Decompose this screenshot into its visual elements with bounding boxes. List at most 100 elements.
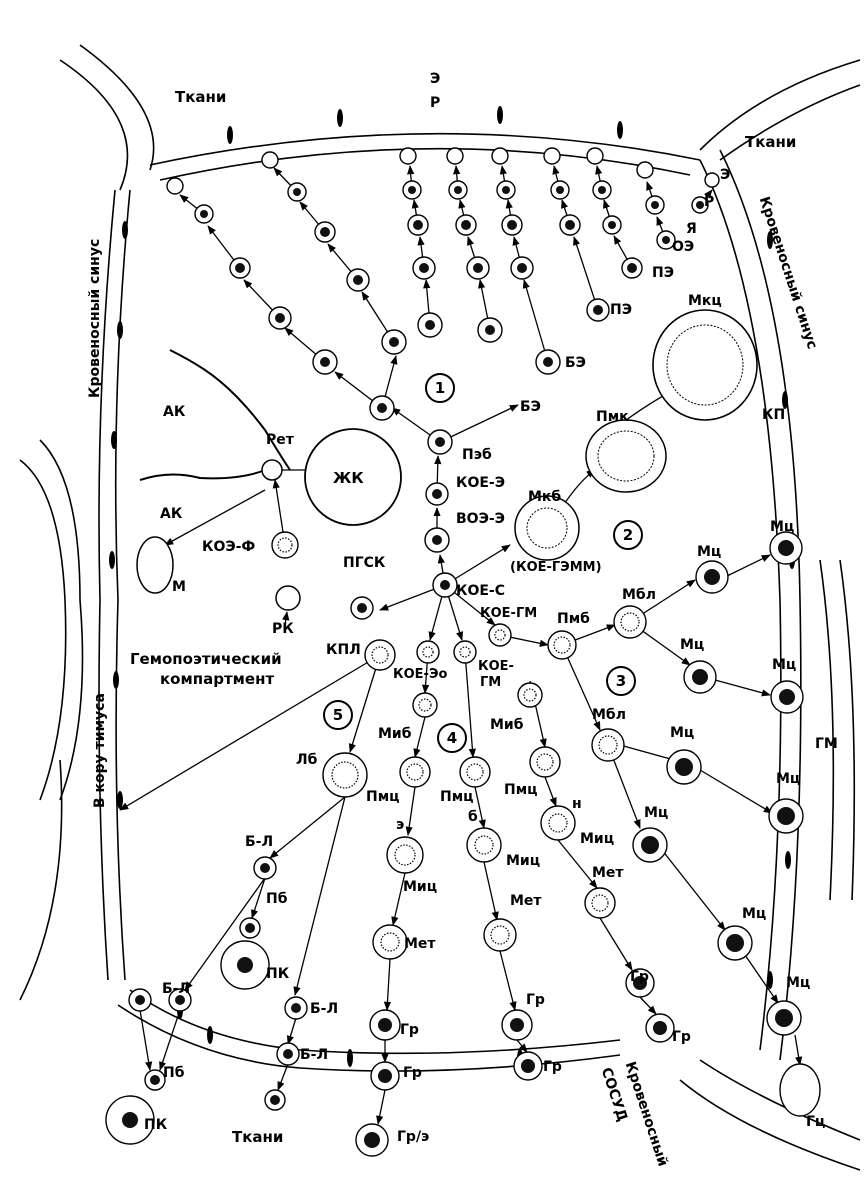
cell-nucleus-79 [704, 569, 720, 585]
arrow-72 [484, 862, 497, 920]
cell-nucleus-1 [320, 357, 330, 367]
arrow-53 [795, 1035, 800, 1065]
cell-nucleus-4 [200, 210, 208, 218]
label-bl1: Б-Л [245, 835, 273, 849]
cell-nucleus-0 [377, 403, 387, 413]
label-r-right: Р [704, 195, 714, 209]
label-mic1: Миц [403, 880, 437, 894]
arrow-62 [278, 1064, 288, 1090]
compartment-4: 4 [437, 723, 467, 753]
arrow-64 [415, 717, 425, 757]
label-ya: Я [686, 222, 697, 236]
arrow-59 [160, 1010, 180, 1070]
label-gr4: Гр [543, 1060, 562, 1074]
reticular-cell [276, 586, 300, 610]
label-voe-e: ВОЭ-Э [456, 512, 505, 526]
cell-nucleus-45 [372, 647, 388, 663]
cell-nucleus-59 [245, 923, 255, 933]
cell-nucleus-82 [779, 689, 795, 705]
label-met3: Мет [592, 866, 624, 880]
label-zhk: ЖК [333, 471, 364, 486]
label-mc8: Мц [742, 907, 766, 921]
cell-nucleus-84 [777, 807, 795, 825]
compartment-5: 5 [323, 700, 353, 730]
cell-nucleus-47 [460, 647, 470, 657]
cell-nucleus-65 [270, 1095, 280, 1105]
label-bl4: Б-Л [300, 1048, 328, 1062]
label-met1: Мет [404, 937, 436, 951]
label-bl2: Б-Л [162, 982, 190, 996]
label-mkb: Мкб [528, 490, 561, 504]
label-tissues-top-right: Ткани [745, 135, 796, 150]
cell-nucleus-31 [608, 221, 616, 229]
cell-nucleus-86 [726, 934, 744, 952]
label-gr3: Гр [526, 993, 545, 1007]
compartment-3: 3 [606, 666, 636, 696]
label-mc6: Мц [776, 772, 800, 786]
label-e-right: Э [720, 168, 730, 182]
label-mbl2: Мбл [592, 708, 626, 722]
cell-nucleus-87 [775, 1009, 793, 1027]
label-mbl1: Мбл [622, 588, 656, 602]
promegakaryocyte-nucleus [598, 431, 654, 481]
endothelial-nucleus-0 [122, 221, 128, 239]
arrow-69 [378, 1090, 385, 1124]
cell-nucleus-54 [537, 754, 553, 770]
cell-nucleus-73 [378, 1069, 392, 1083]
endothelial-nucleus-9 [617, 121, 623, 139]
label-pmk: Пмк [596, 410, 629, 424]
arrow-4 [440, 405, 518, 442]
endothelial-nucleus-2 [111, 431, 117, 449]
label-m: М [172, 580, 186, 594]
label-pmc1: Пмц [366, 790, 400, 804]
macrophage [137, 537, 173, 593]
label-gr5: Гр [630, 970, 649, 984]
arrow-46 [715, 680, 770, 695]
label-hemo1: Гемопоэтический [130, 652, 282, 667]
cell-nucleus-19 [454, 186, 462, 194]
label-lb: Лб [296, 753, 317, 767]
adventitial-cell-1 [170, 350, 290, 470]
cell-nucleus-56 [599, 736, 617, 754]
arrow-67 [387, 959, 390, 1010]
histiocyte [780, 1064, 820, 1116]
cell-5 [167, 178, 183, 194]
cell-nucleus-40 [432, 489, 442, 499]
label-pk2: ПК [144, 1118, 167, 1132]
cell-nucleus-41 [432, 535, 442, 545]
cell-nucleus-30 [627, 263, 637, 273]
arrow-51 [662, 850, 725, 930]
cell-nucleus-11 [425, 320, 435, 330]
cell-nucleus-61 [135, 995, 145, 1005]
cell-nucleus-37 [696, 201, 704, 209]
arrow-61 [288, 1018, 296, 1044]
cell-nucleus-9 [293, 188, 301, 196]
compartment-1: 1 [425, 373, 455, 403]
label-pb1: Пб [266, 892, 288, 906]
label-ak1: АК [163, 405, 185, 419]
endothelial-nucleus-16 [207, 1026, 213, 1044]
cell-nucleus-2 [275, 313, 285, 323]
label-mib1: Миб [378, 727, 412, 741]
cell-nucleus-72 [378, 1018, 392, 1032]
reticulocyte-cell [262, 460, 282, 480]
label-ak2: АК [160, 507, 182, 521]
cell-nucleus-81 [692, 669, 708, 685]
compartment-2: 2 [613, 520, 643, 550]
label-pe2: ПЭ [610, 303, 632, 317]
cell-nucleus-64 [150, 1075, 160, 1085]
label-mc4: Мц [772, 658, 796, 672]
label-koe-eo: КОЕ-Эо [393, 668, 447, 681]
cell-nucleus-85 [641, 836, 659, 854]
cell-nucleus-28 [556, 186, 564, 194]
label-kpl: КПЛ [326, 643, 361, 657]
label-pk1: ПК [266, 967, 289, 981]
vessel-wall-9 [80, 45, 154, 170]
cell-nucleus-80 [778, 540, 794, 556]
cell-nucleus-6 [389, 337, 399, 347]
label-be2: БЭ [520, 400, 541, 414]
endothelial-nucleus-7 [337, 109, 343, 127]
label-gr2: Гр [403, 1066, 422, 1080]
cell-nucleus-21 [543, 357, 553, 367]
cell-nucleus-13 [413, 220, 423, 230]
